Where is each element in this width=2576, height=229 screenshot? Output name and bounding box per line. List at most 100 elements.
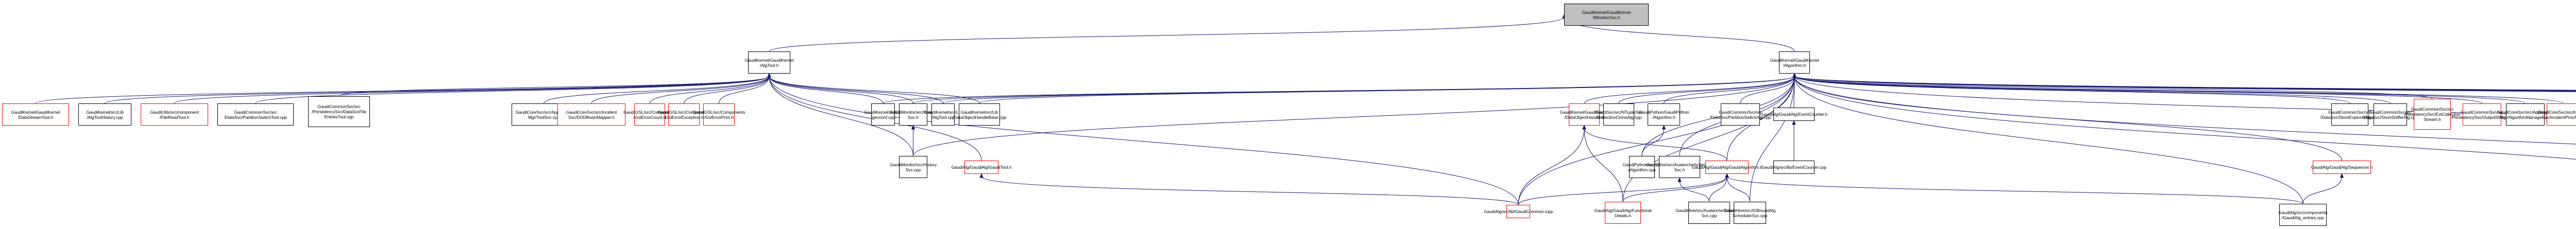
- dependency-edge: [883, 76, 1795, 104]
- graph-node-dodbasicmapper-h[interactable]: GaudiCoreSvc/src/Incident Svc/DODBasicMa…: [557, 103, 625, 126]
- dependency-edge: [1794, 76, 2563, 104]
- graph-node-gauditool-h[interactable]: GaudiAlg/GaudiAlg/GaudiTool.h: [951, 161, 1012, 174]
- arrowhead-icon: [1792, 73, 1797, 78]
- dependency-edge: [1794, 76, 2576, 116]
- arrowhead-icon: [1677, 177, 1682, 182]
- dependency-edge: [1794, 76, 2576, 92]
- dependency-edge: [105, 76, 770, 104]
- arrowhead-icon: [1662, 125, 1666, 130]
- dependency-edge: [35, 76, 770, 104]
- dependency-edge: [1518, 76, 1795, 205]
- graph-node-algtool-h[interactable]: GaudiKernel/GaudiKernel /AlgTool.h: [745, 51, 793, 74]
- dependency-edge: [255, 76, 770, 104]
- graph-node-dataobjecthandlebase-cpp[interactable]: GaudiKernel/src/Lib /DataObjectHandleBas…: [953, 103, 1006, 126]
- dependency-edge: [1664, 76, 1795, 104]
- graph-node-genconf-cpp[interactable]: GaudiKernel/src/Util /genconf.cpp: [864, 103, 902, 126]
- dependency-edge: [1584, 76, 1795, 104]
- graph-node-storesnifferalg-cpp[interactable]: GaudiCommonSvc/src /DataSvc/StoreSniffer…: [2363, 103, 2418, 126]
- dependency-edge: [1518, 128, 1585, 205]
- dependency-edge: [174, 76, 770, 104]
- dependency-edge: [769, 76, 884, 104]
- arrowhead-icon: [1582, 125, 1586, 130]
- dependency-edge: [769, 76, 913, 104]
- dependency-edge: [769, 76, 943, 104]
- dependency-edge: [684, 76, 770, 104]
- graph-node-partitionswitchalg-cpp[interactable]: GaudiCommonSvc/src /DataSvc/PartitionSwi…: [1710, 103, 1771, 126]
- graph-node-functionaldetails-h[interactable]: GaudiAlg/GaudiAlg/Functional Details.h: [1594, 202, 1652, 224]
- dependency-edge: [769, 76, 913, 156]
- dependency-edge: [1794, 76, 2303, 204]
- dependency-edge: [1679, 180, 1709, 202]
- dependency-edge: [1794, 76, 2391, 104]
- graph-node-datasvcfileentriestool-cpp[interactable]: GaudiCommonSvc/src /PersistencySvc/DataS…: [308, 96, 370, 127]
- dependency-edge: [1726, 76, 1795, 161]
- graph-node-algtool-cpp[interactable]: GaudiKernel/src/Lib /AlgTool.cpp: [924, 103, 962, 126]
- dependency-edge: [1618, 76, 1795, 104]
- dependency-edge: [1622, 176, 1727, 202]
- graph-node-historysvc-h[interactable]: GaudiMonitor/src/History Svc.h: [890, 103, 937, 126]
- graph-node-evtcollectionstream-h[interactable]: GaudiCommonSvc/src /PersistencySvc/EvtCo…: [2404, 99, 2461, 130]
- graph-node-collectionclonealg-cpp[interactable]: GaudiSvc/src/NTupleSvc /CollectionCloneA…: [1595, 103, 1642, 126]
- dependency-edge: [979, 76, 1795, 104]
- graph-node-gaudipython-algorithm-h[interactable]: GaudiPython/GaudiPython /Algorithm.h: [1638, 103, 1689, 126]
- arrowhead-icon: [979, 173, 984, 178]
- dependency-edge: [1794, 76, 2576, 91]
- graph-node-root: GaudiKernel/GaudiKernel /IMonitorSvc.h: [1564, 4, 1649, 26]
- dependency-edge: [1641, 128, 1664, 156]
- graph-node-storeexploreralg-cpp[interactable]: GaudiCommonSvc/src /DataSvc/StoreExplore…: [2320, 103, 2379, 126]
- graph-node-gslerrorcount-h[interactable]: GaudiGSL/src/Components /GslErrorCount.h: [623, 103, 676, 126]
- dependency-edge: [1740, 76, 1795, 104]
- graph-node-algorithmmanager-cpp[interactable]: GaudiCoreSvc/src/Application Mgr/Algorit…: [2497, 103, 2554, 126]
- dependency-edge: [913, 76, 1795, 156]
- dependency-edge: [1584, 128, 1623, 202]
- graph-node-gslerrorprint-h[interactable]: GaudiGSL/src/Components /GslErrorPrint.h: [693, 103, 745, 126]
- dependency-edge: [769, 17, 1565, 52]
- graph-node-gaudialgorithm-h[interactable]: GaudiAlg/GaudiAlg/GaudiAlgorithm.h: [1692, 161, 1762, 174]
- dependency-edge: [338, 76, 770, 97]
- arrowhead-icon: [911, 125, 916, 130]
- dependency-edge: [591, 76, 770, 104]
- graph-node-gaudialg-entries-cpp[interactable]: GaudiAlg/src/components /GaudiAlg_entrie…: [2278, 204, 2328, 226]
- dependency-edge: [1794, 76, 2350, 104]
- dependency-edge: [1641, 76, 1795, 156]
- dependency-edge: [913, 76, 1795, 104]
- graph-node-filereadtool-h[interactable]: GaudiUtils/src/component /FileReadTool.h: [141, 103, 208, 126]
- graph-node-ioboundalgscheduler-cpp[interactable]: GaudiHive/src/IOBoundAlg SchedulerSvc.cp…: [1724, 202, 1775, 224]
- dependency-edge: [544, 76, 770, 104]
- dependency-edge: [1518, 176, 1727, 205]
- graph-node-historysvc-cpp[interactable]: GaudiMonitor/src/History Svc.cpp: [890, 156, 937, 178]
- arrowhead-icon: [2340, 173, 2344, 178]
- arrowhead-icon: [767, 73, 771, 78]
- dependency-edge: [769, 76, 980, 104]
- arrowhead-icon: [1725, 173, 1729, 178]
- graph-node-outputstream-h[interactable]: GaudiCommonSvc/src /PersistencySvc/Outpu…: [2451, 103, 2513, 126]
- graph-node-gaudicommon-icpp[interactable]: GaudiAlg/src/lib/GaudiCommon.icpp: [1484, 205, 1553, 218]
- graph-node-gaudipython-algorithm-cpp[interactable]: GaudiPython/src/Lib /Algorithm.cpp: [1623, 156, 1661, 178]
- dependency-edge: [1726, 176, 1750, 202]
- graph-node-eventcounter-h[interactable]: GaudiAlg/GaudiAlg/EventCounter.h: [1760, 108, 1827, 121]
- graph-node-eventcounter-cpp[interactable]: GaudiAlg/src/lib/EventCounter.cpp: [1761, 161, 1826, 174]
- graph-node-incidentprocalg-h[interactable]: GaudiCoreSvc/src/Incident Svc/IncidentPr…: [2537, 103, 2576, 126]
- graph-node-dataobjecthandle-h[interactable]: GaudiKernel/GaudiKernel /DataObjectHandl…: [1560, 103, 1608, 126]
- arrowhead-icon: [1792, 120, 1796, 125]
- dependency-edge: [1794, 76, 2576, 160]
- graph-node-sequencer-h[interactable]: GaudiAlg/GaudiAlg/Sequencer.h: [2311, 161, 2372, 174]
- dependency-edge: [719, 76, 770, 104]
- graph-node-algorithm-h[interactable]: GaudiKernel/GaudiKernel /Algorithm.h: [1770, 51, 1819, 74]
- dependency-edge: [943, 76, 1795, 104]
- graph-node-algtoolhistory-cpp[interactable]: GaudiKernel/src/Lib /AlgToolHistory.cpp: [78, 103, 131, 126]
- dependency-edge: [1622, 76, 1795, 202]
- dependency-edge: [981, 176, 1519, 205]
- dependency-edge: [1750, 76, 1795, 202]
- graph-node-datastreamtool-h[interactable]: GaudiKernel/GaudiKernel /DataStreamTool.…: [2, 103, 69, 126]
- graph-node-avalanchescheduler-h[interactable]: GaudiHive/src/AvalancheScheduler Svc.h: [1646, 156, 1713, 178]
- graph-node-avalanchescheduler-cpp[interactable]: GaudiHive/src/AvalancheScheduler Svc.cpp: [1675, 202, 1743, 224]
- graph-node-partitionswitchtool-cpp[interactable]: GaudiCommonSvc/src /DataSvc/PartitionSwi…: [217, 103, 294, 126]
- dependency-edge: [769, 76, 1519, 205]
- dependency-edge: [1726, 176, 2303, 204]
- graph-node-gslerrorexception-h[interactable]: GaudiGSL/src/Components /GslErrorExcepti…: [658, 103, 710, 126]
- dependency-edge: [2302, 176, 2342, 204]
- dependency-edge: [1584, 128, 1727, 161]
